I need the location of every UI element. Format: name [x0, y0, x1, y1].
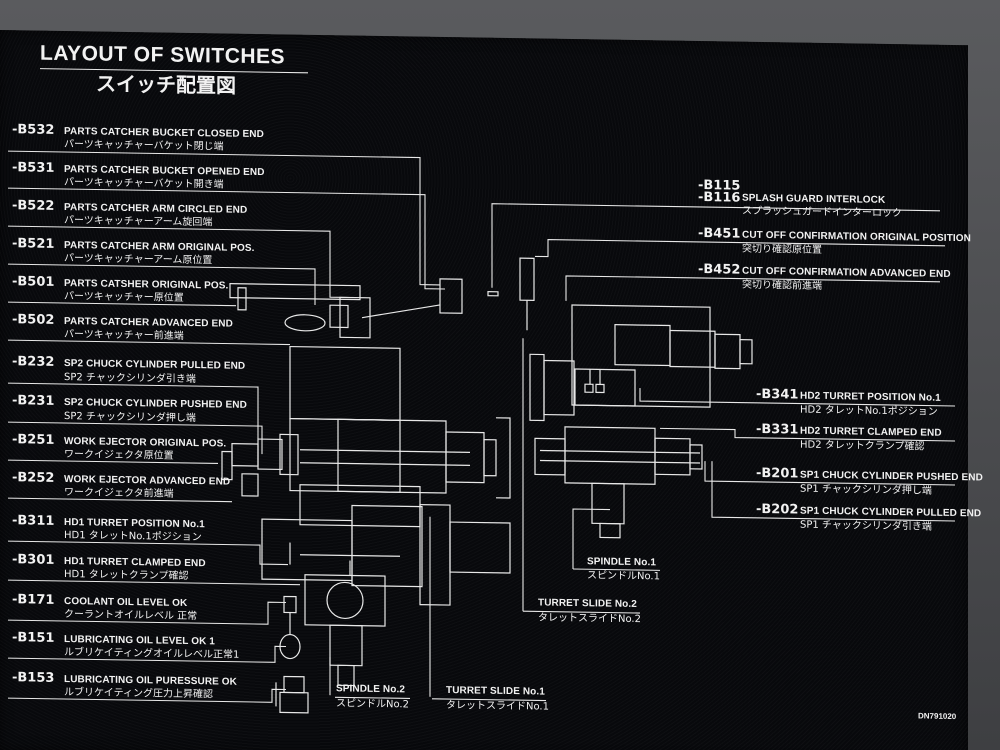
- label-jp: パーツキャッチャー前進端: [64, 329, 184, 342]
- label-code: -B231: [12, 393, 55, 409]
- label-en: SP1 CHUCK CYLINDER PULLED END: [800, 505, 982, 520]
- label-jp: パーツキャッチャーアーム原位置: [64, 253, 213, 267]
- label-en: HD1 TURRET POSITION No.1: [64, 517, 205, 531]
- switch-layout-plate: LAYOUT OF SWITCHES スイッチ配置図 -B532 PARTS C…: [0, 30, 983, 750]
- label-en: PARTS CATCHER BUCKET OPENED END: [64, 164, 265, 179]
- label-en: PARTS CATCHER ARM ORIGINAL POS.: [64, 240, 255, 254]
- label-code: -B452: [698, 261, 741, 278]
- right-machine-outline: [487, 257, 753, 539]
- label-en: SPINDLE No.1: [587, 556, 656, 569]
- label-code: -B171: [12, 592, 55, 608]
- right-leader-lines: [491, 203, 955, 522]
- bottom-leader-lines: [329, 338, 660, 702]
- label-jp: パーツキャッチャーバケット開き端: [64, 177, 224, 191]
- label-code: -B532: [12, 122, 55, 138]
- label-en: WORK EJECTOR ADVANCED END: [64, 474, 231, 488]
- label-jp: スピンドルNo.1: [587, 570, 660, 583]
- label-jp: SP2 チャックシリンダ引き端: [64, 372, 196, 386]
- label-en: HD1 TURRET CLAMPED END: [64, 556, 206, 570]
- label-en: SPINDLE No.2: [336, 683, 405, 696]
- label-en: CUT OFF CONFIRMATION ORIGINAL POSITION: [742, 229, 971, 245]
- label-code: -B331: [756, 421, 799, 438]
- label-code: -B153: [12, 670, 55, 686]
- label-code: -B301: [12, 552, 55, 568]
- label-code: -B451: [698, 225, 741, 242]
- page-title: LAYOUT OF SWITCHES: [40, 41, 286, 69]
- label-jp: HD2 タレットクランプ確認: [800, 439, 925, 453]
- label-code: -B116: [698, 189, 741, 206]
- label-jp: SP2 チャックシリンダ押し端: [64, 411, 196, 425]
- label-en: WORK EJECTOR ORIGINAL POS.: [64, 436, 227, 450]
- label-jp: タレットスライドNo.1: [446, 700, 549, 713]
- label-jp: タレットスライドNo.2: [538, 612, 641, 626]
- label-en: SP2 CHUCK CYLINDER PULLED END: [64, 358, 246, 372]
- label-jp: 突切り確認原位置: [742, 243, 822, 256]
- label-jp: ルブリケイティング圧力上昇確認: [64, 687, 213, 701]
- label-en: COOLANT OIL LEVEL OK: [64, 596, 188, 609]
- label-code: -B251: [12, 432, 55, 448]
- label-jp: クーラントオイルレベル 正常: [64, 609, 198, 623]
- label-en: SP2 CHUCK CYLINDER PUSHED END: [64, 397, 247, 411]
- label-code: -B341: [756, 386, 799, 403]
- label-en: CUT OFF CONFIRMATION ADVANCED END: [742, 265, 951, 280]
- label-en: TURRET SLIDE No.1: [446, 685, 545, 698]
- label-jp: スピンドルNo.2: [336, 698, 409, 711]
- label-en: SP1 CHUCK CYLINDER PUSHED END: [800, 469, 983, 484]
- label-en: LUBRICATING OIL PURESSURE OK: [64, 674, 237, 688]
- label-en: TURRET SLIDE No.2: [538, 597, 637, 611]
- label-code: -B531: [12, 160, 55, 176]
- left-machine-outline: [221, 278, 511, 714]
- label-jp: HD1 タレットクランプ確認: [64, 569, 189, 582]
- label-code: -B521: [12, 236, 55, 252]
- label-jp: ルブリケイティングオイルレベル正常1: [64, 647, 240, 661]
- label-code: -B201: [756, 465, 799, 482]
- label-jp: ワークイジェクタ前進端: [64, 487, 174, 500]
- label-jp: パーツキャッチャーバケット閉じ端: [64, 139, 224, 153]
- label-code: -B232: [12, 354, 55, 370]
- page-title-jp: スイッチ配置図: [96, 71, 236, 98]
- label-code: -B501: [12, 274, 55, 290]
- label-en: SPLASH GUARD INTERLOCK: [742, 192, 886, 206]
- label-en: HD2 TURRET CLAMPED END: [800, 425, 942, 439]
- left-leader-lines: [8, 150, 445, 703]
- label-jp: パーツキャッチャー原位置: [64, 291, 184, 304]
- label-en: LUBRICATING OIL LEVEL OK 1: [64, 634, 215, 648]
- document-number: DN791020: [918, 711, 957, 722]
- label-jp: パーツキャッチャーアーム旋回端: [64, 215, 213, 229]
- machine-schematic: [8, 68, 955, 714]
- label-code: -B151: [12, 630, 55, 646]
- label-jp: SP1 チャックシリンダ引き端: [800, 519, 932, 533]
- label-en: PARTS CATSHER ORIGINAL POS.: [64, 278, 229, 292]
- label-jp: SP1 チャックシリンダ押し端: [800, 483, 932, 497]
- label-en: PARTS CATCHER ARM CIRCLED END: [64, 202, 248, 216]
- label-jp: スプラッシュガードインターロック: [742, 205, 902, 220]
- label-code: -B502: [12, 312, 55, 328]
- label-code: -B522: [12, 198, 55, 214]
- label-code: -B252: [12, 470, 55, 486]
- label-jp: ワークイジェクタ原位置: [64, 449, 174, 462]
- label-code: -B115: [698, 177, 741, 194]
- label-jp: 突切り確認前進端: [742, 279, 822, 292]
- label-code: -B311: [12, 513, 55, 529]
- label-en: PARTS CATCHER BUCKET CLOSED END: [64, 126, 264, 141]
- label-jp: HD2 タレットNo.1ポジション: [800, 404, 938, 418]
- label-en: PARTS CATCHER ADVANCED END: [64, 316, 233, 330]
- label-jp: HD1 タレットNo.1ポジション: [64, 530, 202, 544]
- label-code: -B202: [756, 501, 799, 518]
- label-en: HD2 TURRET POSITION No.1: [800, 390, 941, 404]
